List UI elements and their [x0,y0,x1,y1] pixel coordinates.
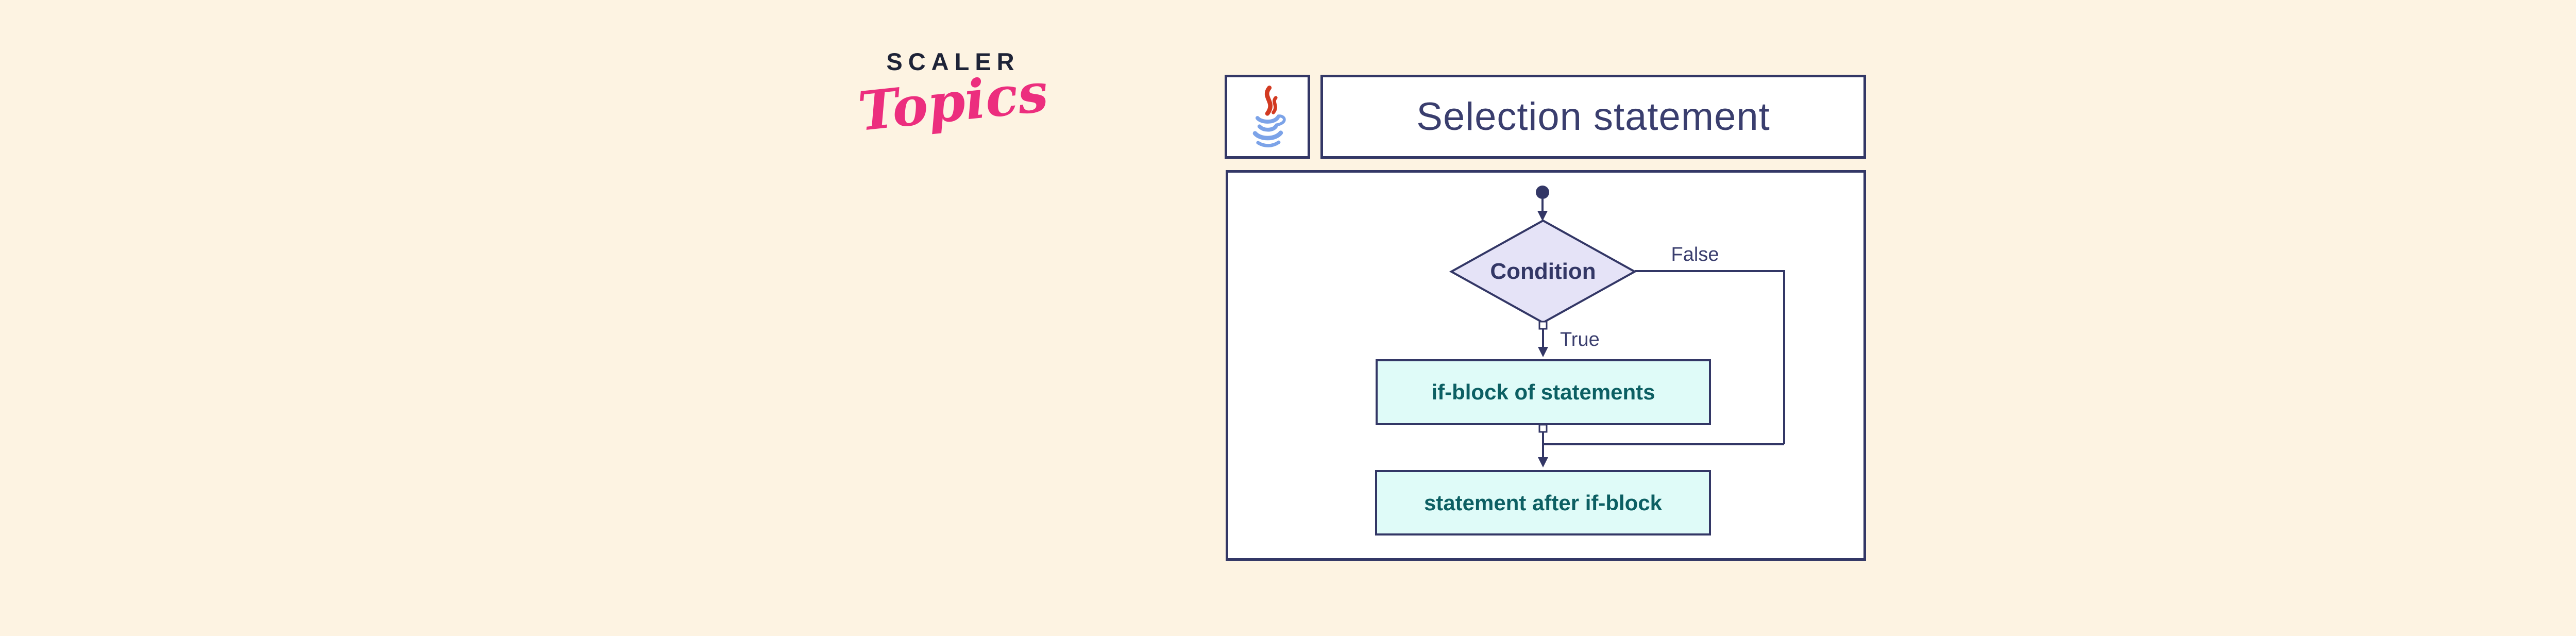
brand-name: SCALER [886,48,1020,75]
if-block-label: if-block of statements [1431,380,1655,404]
condition-diamond [1449,219,1637,324]
after-if-block-label: statement after if-block [1423,490,1663,515]
connector-square-if-block [1538,424,1548,433]
if-block-node: if-block of statements [1376,359,1711,425]
flow-connectors [1449,186,1785,467]
brand-logo: SCALER Topics [855,47,1051,143]
java-logo-icon [1252,85,1286,147]
arrowhead-into-condition [1537,211,1548,221]
header-title-box: Selection statement [1320,75,1866,159]
java-logo-box [1225,75,1310,159]
flowchart-canvas: Condition False True if-block of stateme… [1226,170,1866,561]
brand-tagline: Topics [855,60,1051,143]
true-branch-label: True [1560,329,1600,350]
arrowhead-into-if-block [1538,347,1548,357]
start-dot [1536,186,1549,199]
false-branch-line [1635,270,1785,444]
page-title: Selection statement [1416,95,1770,139]
after-if-block-node: statement after if-block [1375,470,1711,535]
false-branch-label: False [1671,244,1719,265]
connector-square-diamond [1538,321,1548,330]
arrowhead-into-after-block [1538,457,1548,467]
